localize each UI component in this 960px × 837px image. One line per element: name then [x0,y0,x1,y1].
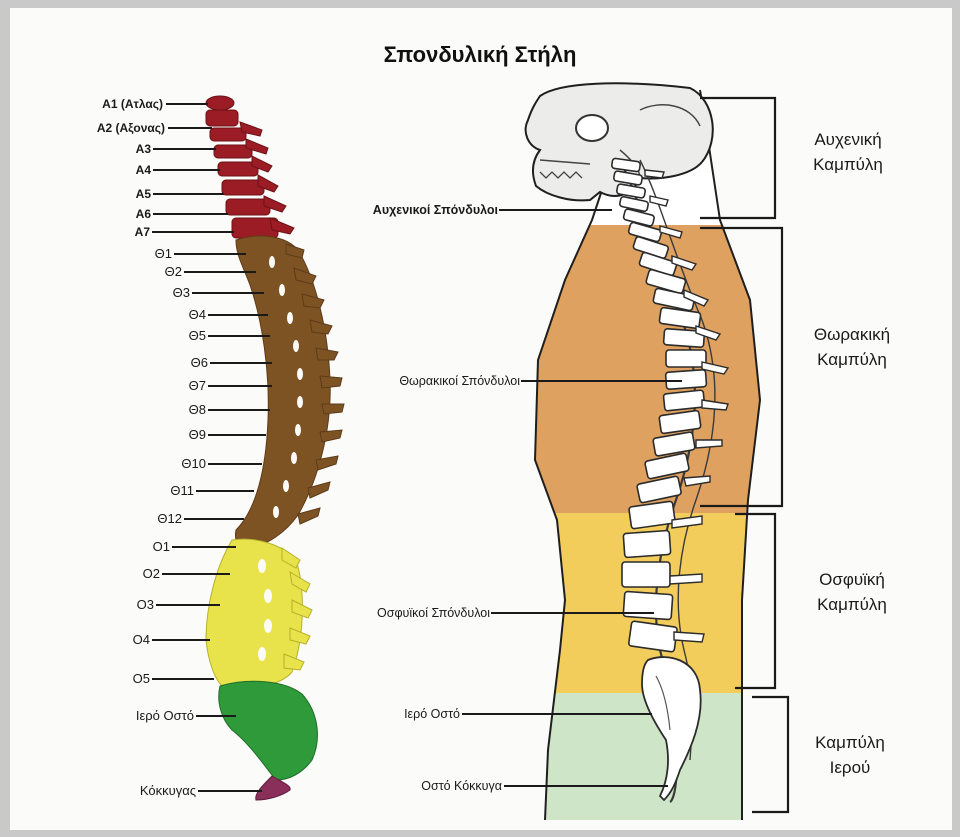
body-profile: Αυχενικοί Σπόνδυλοι Θωρακικοί Σπόνδυλοι … [373,83,890,823]
curve-lumbar-line1: Οσφυϊκή [819,570,885,589]
label-l4: Ο4 [133,632,150,647]
cervical-segment [206,96,294,238]
curve-thoracic-line1: Θωρακική [814,325,890,344]
diagram-title: Σπονδυλική Στήλη [384,42,577,67]
bracket-sacral [752,697,788,812]
label-t2: Θ2 [165,264,182,279]
colored-spine [206,96,344,800]
label-t11: Θ11 [170,483,194,498]
coccyx-segment [256,776,291,800]
curve-sacral-line2: Ιερού [830,758,871,777]
curve-thoracic-line2: Καμπύλη [817,350,887,369]
label-coccyx: Κόκκυγας [140,783,196,798]
label-t9: Θ9 [189,427,206,442]
label-t7: Θ7 [189,378,206,393]
curve-lumbar-line2: Καμπύλη [817,595,887,614]
label-t3: Θ3 [173,285,190,300]
label-t1: Θ1 [155,246,172,261]
label-a5: A5 [136,187,152,201]
band-sacral [500,693,780,823]
label-l2: Ο2 [143,566,160,581]
label-a3: A3 [136,142,152,156]
sacrum-segment [219,681,318,780]
label-lumbar-vertebrae: Οσφυϊκοί Σπόνδυλοι [377,606,490,620]
label-body-coccyx: Οστό Κόκκυγα [421,779,502,793]
label-t8: Θ8 [189,402,206,417]
label-t10: Θ10 [181,456,206,471]
thoracic-segment [235,236,344,550]
label-l5: Ο5 [133,671,150,686]
label-t5: Θ5 [189,328,206,343]
label-a1: A1 (Ατλας) [102,97,163,111]
label-sacrum: Ιερό Οστό [136,708,194,723]
label-body-sacrum: Ιερό Οστό [404,707,460,721]
label-l3: Ο3 [137,597,154,612]
label-t12: Θ12 [157,511,182,526]
curve-sacral-line1: Καμπύλη [815,733,885,752]
label-a6: A6 [136,207,152,221]
label-thoracic-vertebrae: Θωρακικοί Σπόνδυλοι [399,374,520,388]
curve-cervical-line1: Αυχενική [814,130,881,149]
label-a2: A2 (Αξονας) [97,121,165,135]
label-a4: A4 [136,163,152,177]
curve-cervical-line2: Καμπύλη [813,155,883,174]
label-a7: A7 [135,225,151,239]
label-t6: Θ6 [191,355,208,370]
label-cervical-vertebrae: Αυχενικοί Σπόνδυλοι [373,203,499,217]
lumbar-segment [206,539,312,687]
label-t4: Θ4 [189,307,206,322]
label-l1: Ο1 [153,539,170,554]
